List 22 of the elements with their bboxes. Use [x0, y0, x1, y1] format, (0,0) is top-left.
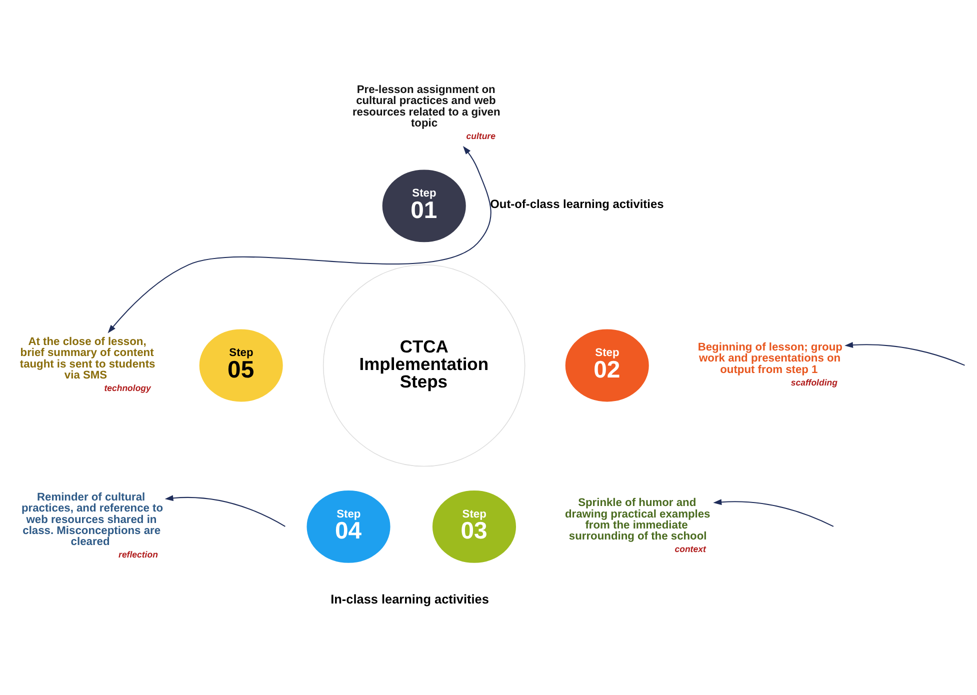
- node-text: At the close of lesson, brief summary of content taught is sent to students via SMS: [20, 335, 156, 381]
- arrow: [164, 494, 286, 526]
- node-label: reflection: [118, 549, 158, 560]
- node-label: technology: [104, 382, 151, 392]
- edge-label: Out-of-class learning activities: [490, 196, 664, 210]
- node-ellipse: Step 02: [562, 326, 652, 404]
- node-ellipse: Step 03: [430, 488, 518, 565]
- arrow: [844, 342, 965, 366]
- node-label: scaffolding: [790, 376, 838, 387]
- arrow: [108, 145, 492, 333]
- label: In-class learning activities: [330, 591, 489, 606]
- node-ellipse: Step 05: [196, 326, 286, 404]
- node-text: Sprinkle of humor and drawing practical examples from the immediate surrounding of the school: [564, 496, 710, 542]
- node-label: culture: [466, 130, 496, 140]
- node-text: Beginning of lesson; group work and presentations on output from step 1: [698, 341, 842, 376]
- node-ellipse: Step 04: [304, 488, 393, 565]
- node-text: Reminder of cultural practices, and reference to web resources shared in class. Misconceptions are cleared: [21, 491, 164, 548]
- node-text: Pre-lesson assignment on cultural practices and web resources related to a given topic: [352, 84, 500, 129]
- node-ellipse: Step 01: [380, 166, 468, 244]
- node-label: context: [674, 544, 706, 554]
- node-circle: CTCA Implementation Steps: [322, 264, 526, 466]
- arrow: [713, 498, 834, 526]
